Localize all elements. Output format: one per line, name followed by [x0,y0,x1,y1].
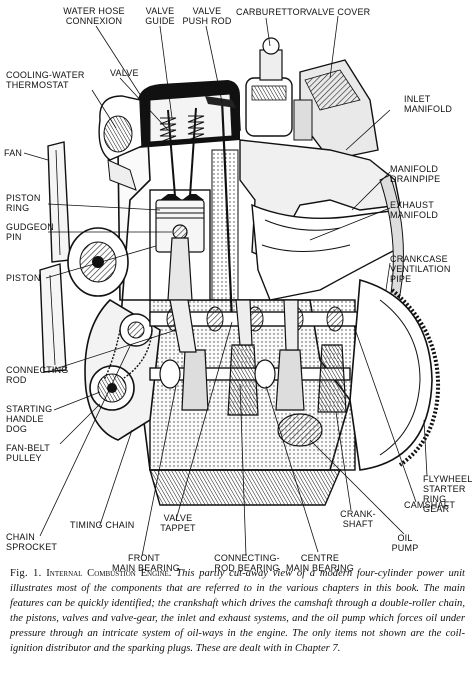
label-fan-belt-pulley: FAN-BELT PULLEY [6,443,50,463]
caption-title: Internal Combustion Engine. [46,568,172,579]
timing-cover [84,298,161,441]
label-piston: PISTON [6,273,41,283]
figure-caption: Fig. 1. Internal Combustion Engine. This… [10,566,465,656]
valve-gear [159,96,236,321]
oil-sump [149,469,342,506]
engine-cutaway-illustration [23,15,441,557]
label-camshaft: CAMSHAFT [404,500,456,510]
crankshaft-shape [149,344,351,447]
label-valve-tappet: VALVE TAPPET [160,513,196,533]
water-pump-hub [67,227,129,297]
label-connecting-rod: CONNECTING ROD [6,365,69,385]
label-starting-handle-dog: STARTING HANDLE DOG [6,404,53,434]
leader-lines [23,15,428,557]
label-chain-sprocket: CHAIN SPROCKET [6,532,58,552]
gudgeon-pin-shape [172,224,188,240]
cylinder-cutaway [149,149,239,301]
label-valve: VALVE [110,68,139,78]
label-oil-pump: OIL PUMP [391,533,419,553]
carburettor-shape [245,37,313,141]
connecting-rods [169,299,299,353]
label-timing-chain: TIMING CHAIN [70,520,135,530]
label-front-main-bearing: FRONT MAIN BEARING [112,553,180,573]
label-piston-ring: PISTON RING [6,193,41,213]
label-crankshaft: CRANK- SHAFT [340,509,376,529]
valve-cover-shape [138,59,379,161]
label-carburettor: CARBURETTOR [236,7,307,17]
label-crankcase-ventilation-pipe: CRANKCASE VENTILATION PIPE [390,254,451,284]
thermostat-shape [98,95,143,191]
caption-body: This partly cut-away view of a modern fo… [10,568,465,654]
label-centre-main-bearing: CENTRE MAIN BEARING [286,553,354,573]
manifold-shape [239,139,404,306]
oil-pump-shape [277,413,323,447]
timing-chain-shape [103,329,153,381]
label-connecting-rod-bearing: CONNECTING- ROD BEARING [214,553,280,573]
push-rod-shape [220,99,234,321]
label-gudgeon-pin: GUDGEON PIN [6,222,54,242]
fan-shape [39,141,71,373]
label-exhaust-manifold: EXHAUST MANIFOLD [390,200,439,220]
label-fan: FAN [4,148,23,158]
label-valve-cover: VALVE COVER [306,7,371,17]
caption-fig-number: Fig. 1. [10,568,42,579]
flywheel-shape [349,278,441,471]
label-water-hose-connexion: WATER HOSE CONNEXION [63,6,125,26]
label-valve-push-rod: VALVE PUSH ROD [182,6,232,26]
label-cooling-water-thermostat: COOLING-WATER THERMOSTAT [6,70,85,90]
label-valve-guide: VALVE GUIDE [145,6,175,26]
label-manifold-drainpipe: MANIFOLD DRAINPIPE [390,164,441,184]
label-inlet-manifold: INLET MANIFOLD [404,94,453,114]
label-flywheel-starter-ring-gear: FLYWHEEL STARTER RING GEAR [423,474,473,514]
